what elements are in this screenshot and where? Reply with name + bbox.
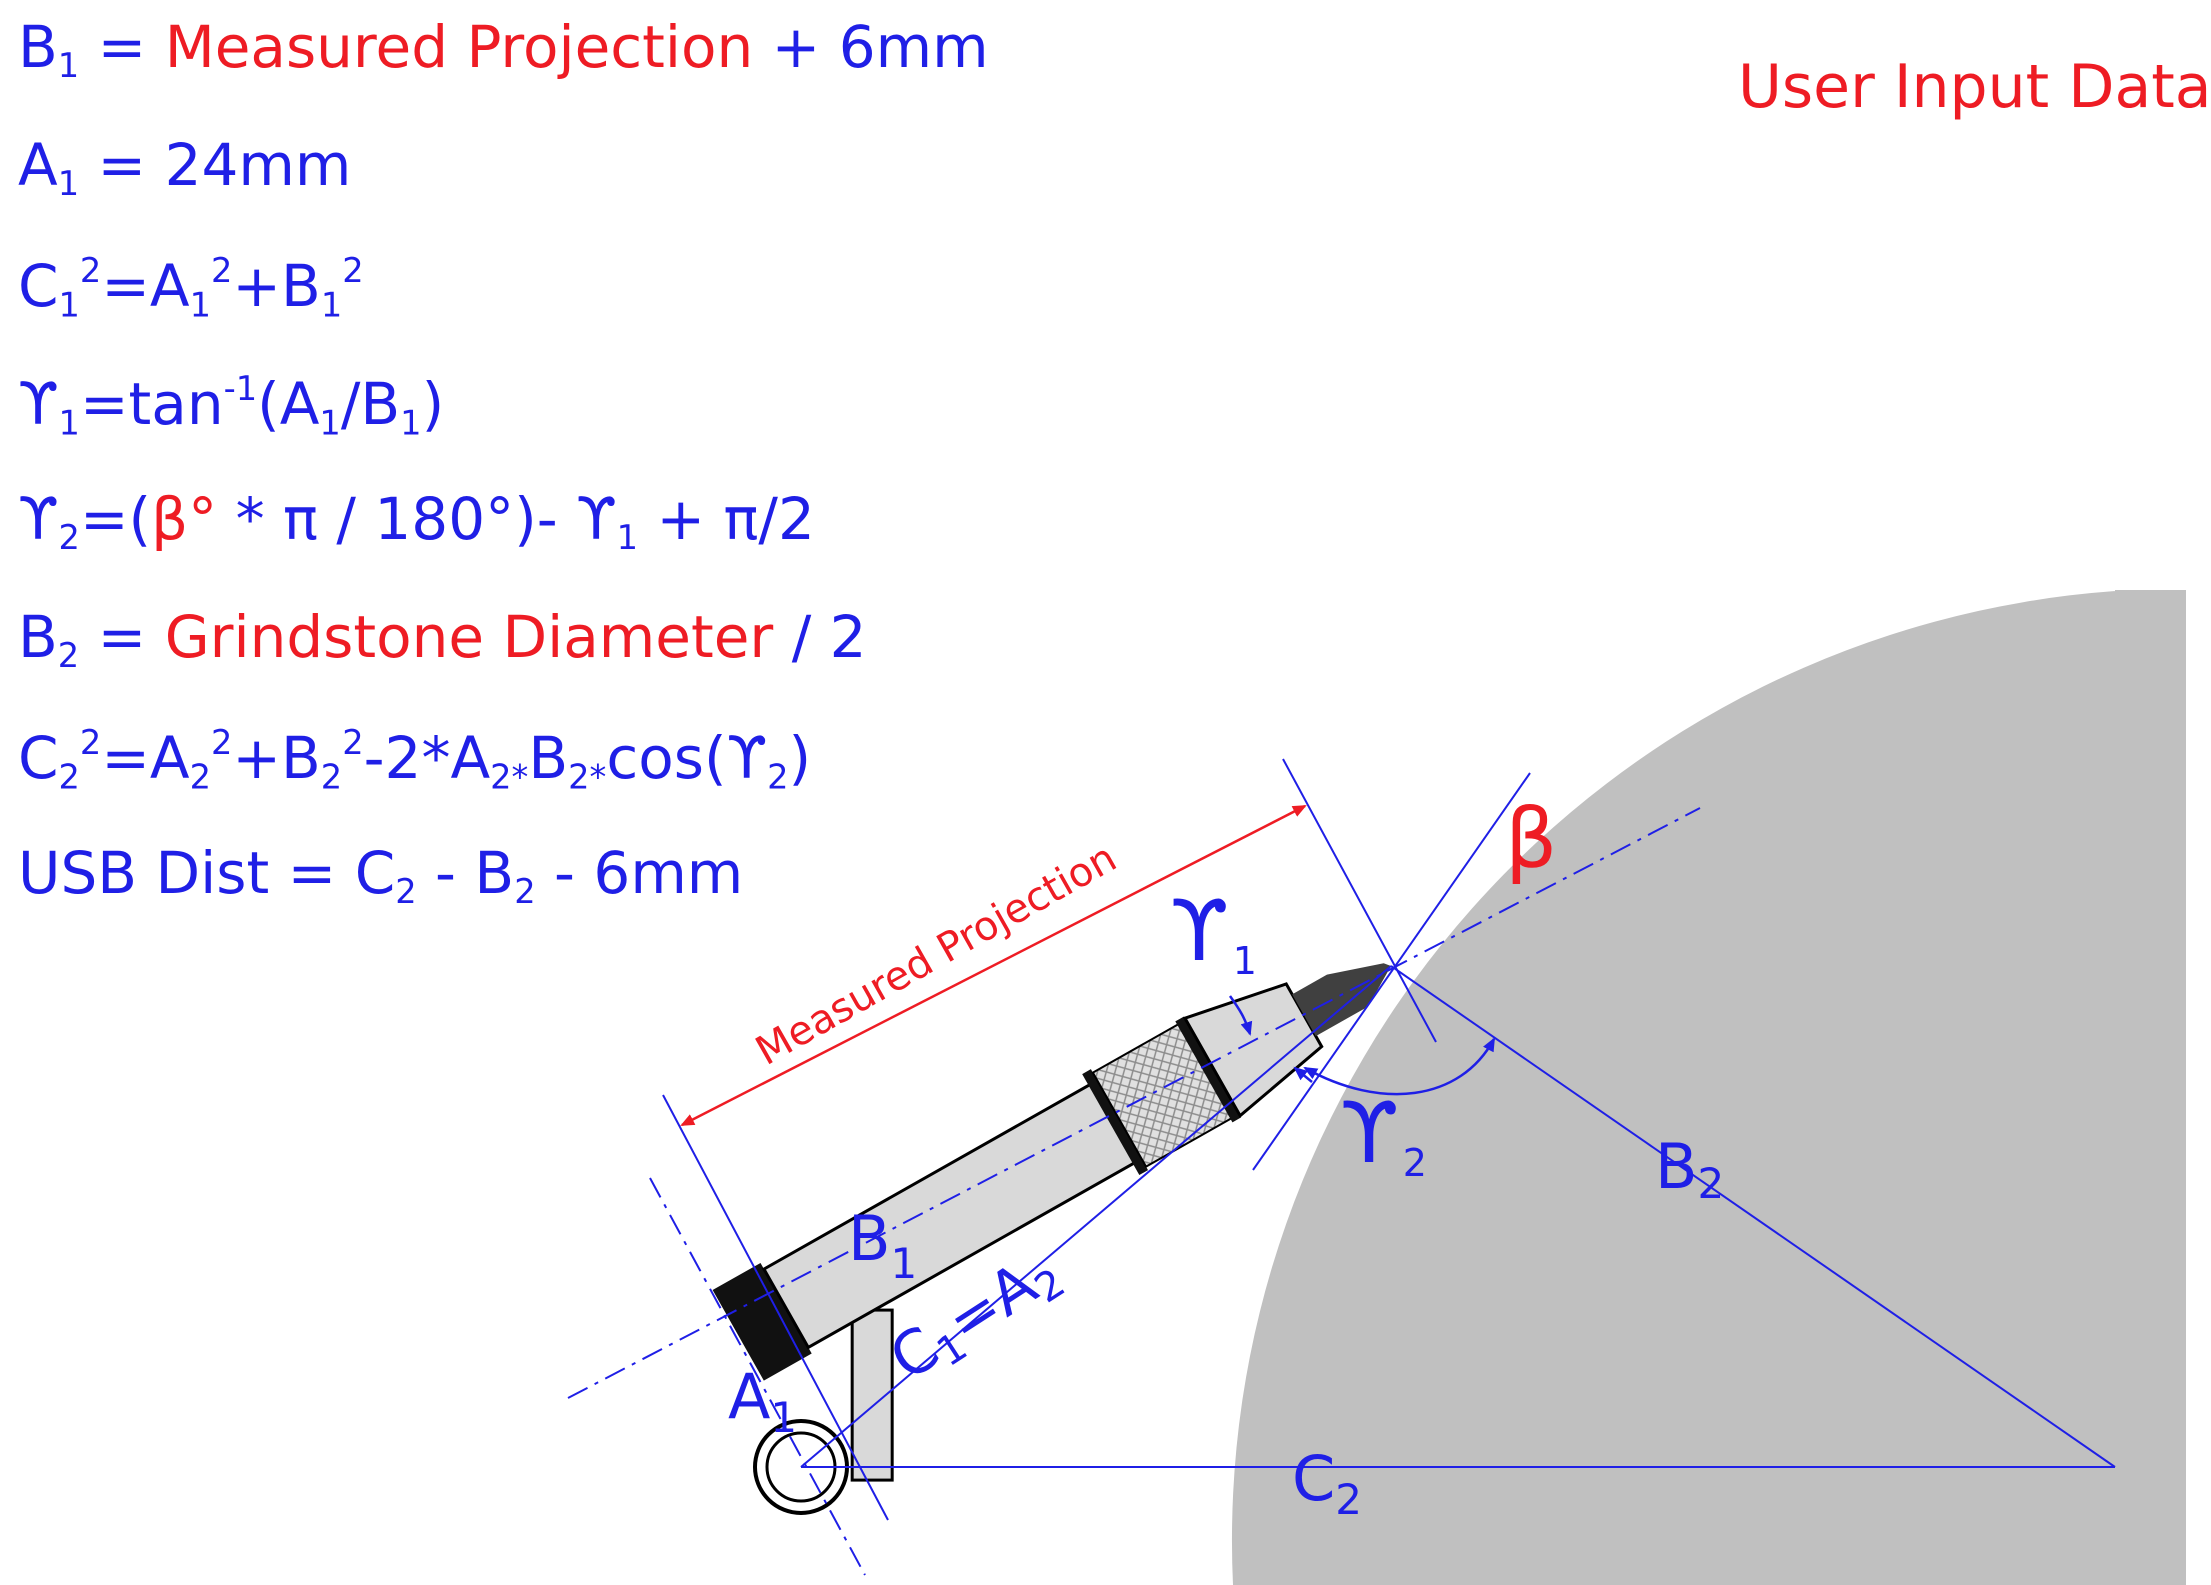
b2-label: B2 — [1655, 1130, 1724, 1208]
user-input-legend: User Input Data — [1738, 52, 2211, 122]
a1-label: A1 — [728, 1360, 797, 1442]
formula-c1: C12=A12+B12 — [18, 251, 364, 325]
formula-gamma2: ϒ2=(β° * π / 180°)- ϒ1 + π/2 — [18, 485, 815, 558]
gamma2-arc — [1303, 1037, 1496, 1096]
formula-usb-dist: USB Dist = C2 - B2 - 6mm — [18, 839, 744, 912]
formula-c2: C22=A22+B22-2*A2*B2*cos(ϒ2) — [18, 723, 812, 797]
c2-label: C2 — [1292, 1442, 1362, 1524]
beta-label: β — [1505, 792, 1557, 887]
formula-a1: A1 = 24mm — [18, 131, 352, 204]
measured-projection-arrow — [680, 804, 1307, 1127]
gamma1-arc — [1228, 995, 1253, 1036]
formula-gamma1: ϒ1=tan-1(A1/B1) — [18, 369, 445, 443]
grindstone-disc — [1231, 590, 2186, 1585]
formula-b1: B1 = Measured Projection + 6mm — [18, 13, 989, 86]
b1-label: B1 — [848, 1202, 917, 1288]
formula-b2: B2 = Grindstone Diameter / 2 — [18, 603, 867, 676]
measured-projection-label: Measured Projection — [748, 835, 1124, 1075]
